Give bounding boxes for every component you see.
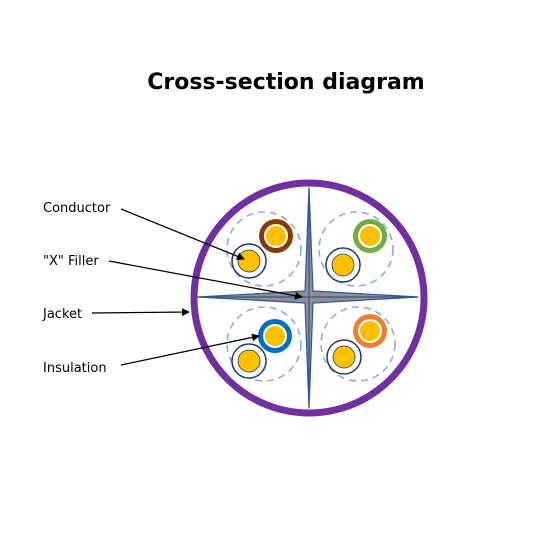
conductor: [332, 345, 356, 369]
arrow-insulation: [120, 333, 260, 366]
pair-outline-bottom-left: [226, 306, 302, 382]
arrow-x-filler: [108, 260, 303, 300]
pair-outline-top-left: [226, 211, 302, 287]
page-title: Cross-section diagram: [147, 70, 425, 95]
label-jacket: Jacket: [43, 307, 83, 322]
label-conductor: Conductor: [43, 201, 111, 216]
label-insulation: Insulation: [43, 361, 107, 376]
pair-outline-top-right: [318, 211, 394, 287]
conductor: [331, 253, 355, 277]
pair-outline-bottom-right: [320, 306, 396, 382]
conductor: [237, 249, 261, 273]
conductor: [358, 224, 382, 248]
arrow-jacket: [91, 308, 190, 317]
label-x-filler: "X" Filler: [43, 254, 99, 269]
conductor: [263, 324, 287, 348]
arrow-conductor: [120, 208, 245, 261]
conductor: [237, 349, 261, 373]
conductor: [358, 319, 382, 343]
conductor: [264, 224, 288, 248]
